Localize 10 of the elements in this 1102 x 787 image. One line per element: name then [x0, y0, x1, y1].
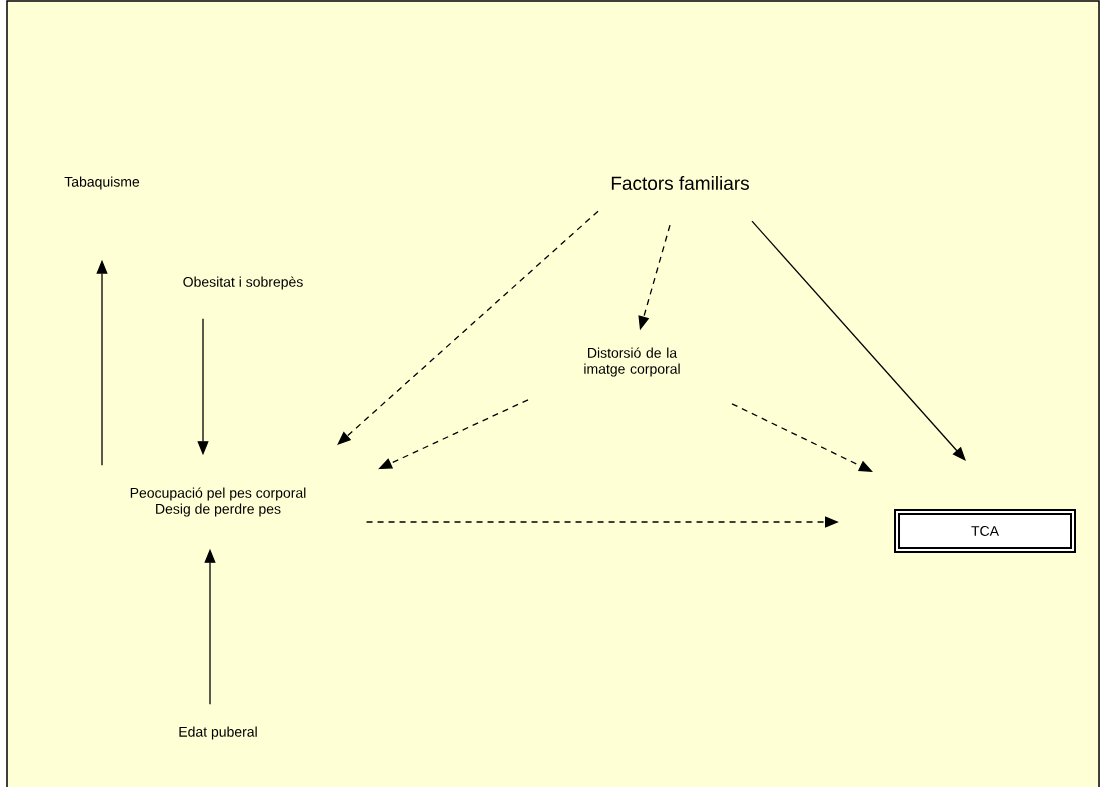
factor-label: Tabaquisme	[64, 176, 140, 190]
factor-label: Edat puberal	[179, 726, 257, 740]
arrow	[751, 220, 966, 461]
dashed-arrow	[731, 403, 873, 472]
outcome-box: TCA	[894, 509, 1076, 553]
dashed-arrow	[378, 399, 529, 470]
factor-label: Factors familiars	[611, 176, 749, 190]
factor-label: Distorsió de la imatge corporal	[584, 347, 680, 377]
factor-label: Peocupació pel pes corporal Desig de perdre pes	[130, 487, 306, 517]
factor-label: Obesitat i sobrepès	[183, 276, 303, 290]
